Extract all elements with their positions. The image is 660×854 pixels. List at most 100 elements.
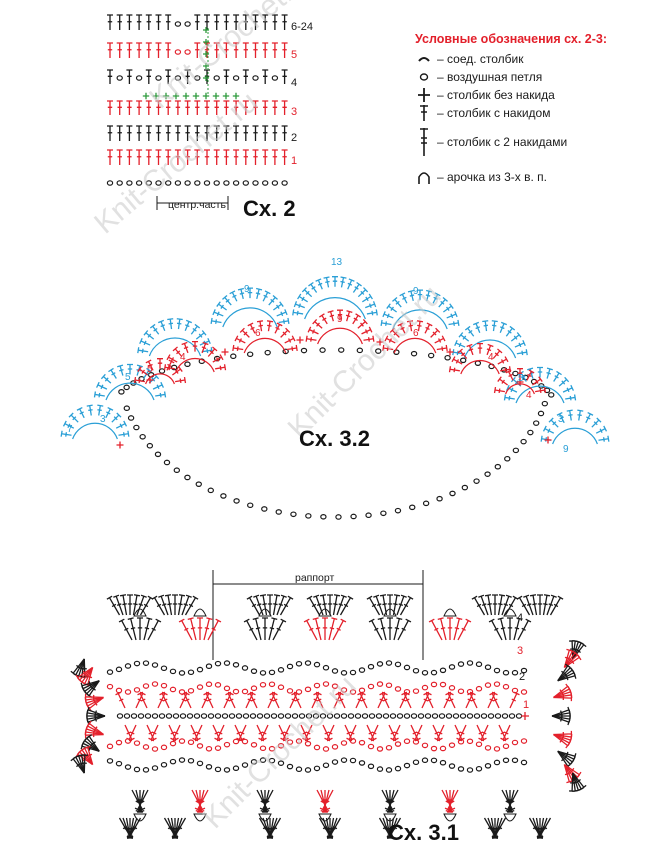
double-crochet-stitch	[223, 149, 230, 165]
double-crochet-stitch	[149, 323, 160, 335]
double-crochet-stitch	[271, 149, 278, 165]
double-crochet-stitch	[363, 335, 375, 342]
double-crochet-stitch	[143, 617, 153, 641]
chain-stitch	[187, 687, 195, 694]
double-crochet-stitch	[225, 691, 236, 709]
double-crochet-stitch	[126, 100, 133, 115]
double-crochet-stitch	[492, 594, 498, 615]
double-crochet-stitch	[553, 695, 573, 702]
chain-stitch	[417, 713, 425, 719]
chain-stitch	[389, 713, 397, 719]
double-crochet-stitch	[471, 595, 486, 616]
chain-stitch	[154, 451, 162, 458]
double-crochet-stitch	[107, 14, 113, 30]
chain-stitch	[123, 384, 130, 391]
double-crochet-stitch	[242, 42, 249, 58]
double-crochet-stitch	[526, 369, 535, 381]
double-crochet-stitch	[269, 691, 280, 709]
chain-stitch	[424, 713, 432, 719]
double-crochet-stitch	[493, 386, 505, 394]
double-crochet-stitch	[499, 321, 508, 334]
chain-stitch	[304, 740, 312, 747]
chain-stitch	[235, 713, 243, 719]
watermark-text: Knit-Crochet.ru	[88, 85, 264, 240]
double-crochet-stitch	[165, 100, 172, 115]
chain-stitch	[179, 713, 187, 719]
chain-stitch	[340, 687, 348, 693]
chain-stitch	[493, 667, 501, 674]
single-crochet-stitch	[212, 92, 220, 100]
double-crochet-stitch	[399, 292, 408, 304]
chain-stitch	[515, 713, 523, 719]
schema-2-title: Сх. 2	[243, 196, 296, 221]
double-crochet-stitch	[281, 100, 288, 115]
double-crochet-stitch	[222, 294, 232, 306]
double-crochet-stitch	[246, 595, 261, 616]
double-crochet-stitch	[118, 618, 133, 641]
double-crochet-stitch	[387, 817, 402, 838]
chain-stitch	[403, 664, 411, 671]
double-crochet-stitch	[255, 287, 263, 300]
double-crochet-stitch	[155, 149, 162, 165]
chain-arch	[243, 337, 287, 354]
chain-stitch	[494, 463, 502, 470]
chain-stitch	[135, 75, 143, 81]
chain-stitch	[139, 433, 146, 440]
double-crochet-stitch	[132, 594, 141, 616]
double-crochet-stitch	[434, 724, 445, 742]
chain-stitch	[322, 681, 330, 687]
double-crochet-stitch	[145, 69, 152, 84]
double-crochet-stitch	[306, 595, 321, 616]
chain-stitch	[228, 713, 236, 719]
double-crochet-stitch	[272, 618, 287, 641]
chain-stitch	[160, 744, 168, 751]
chain-stitch	[193, 713, 201, 719]
chain-stitch	[335, 514, 342, 520]
double-crochet-stitch	[134, 789, 149, 812]
chain-stitch	[249, 713, 257, 719]
double-crochet-stitch	[86, 404, 93, 416]
double-crochet-stitch	[136, 125, 143, 141]
chain-stitch	[262, 180, 269, 186]
schema-3-1-chart	[70, 570, 587, 839]
chain-stitch	[277, 742, 285, 749]
chain-stitch	[170, 364, 178, 371]
double-crochet-stitch	[262, 42, 269, 58]
double-crochet-stitch	[517, 368, 523, 379]
double-crochet-stitch	[136, 594, 147, 616]
chain-stitch	[340, 740, 348, 746]
double-crochet-stitch	[585, 411, 594, 424]
double-crochet-stitch	[214, 724, 225, 742]
double-crochet-stitch	[281, 149, 288, 165]
double-crochet-stitch	[127, 617, 137, 641]
chain-stitch	[333, 713, 341, 719]
chain-stitch	[123, 405, 131, 412]
double-crochet-stitch	[382, 311, 394, 319]
double-crochet-stitch	[322, 617, 328, 640]
double-crochet-stitch	[262, 125, 269, 141]
chain-stitch	[403, 738, 411, 745]
s32-num-5b: 5	[125, 372, 131, 383]
chain-stitch	[250, 741, 258, 748]
double-crochet-stitch	[281, 69, 288, 84]
double-crochet-stitch	[386, 303, 398, 313]
double-crochet-stitch	[472, 321, 481, 334]
chain-stitch	[493, 681, 501, 687]
chain-stitch	[484, 762, 492, 769]
picot	[193, 813, 207, 822]
chain-stitch	[263, 713, 271, 719]
chain-stitch	[365, 512, 372, 519]
double-crochet-stitch	[500, 724, 511, 742]
double-crochet-stitch	[115, 420, 128, 429]
chain-stitch	[250, 668, 258, 674]
s31-row-3: 3	[517, 645, 524, 657]
chain-stitch	[223, 685, 231, 692]
double-crochet-stitch	[323, 276, 330, 288]
double-crochet-stitch	[126, 42, 133, 58]
chain-stitch	[313, 682, 321, 689]
chain-stitch	[410, 350, 418, 357]
double-crochet-stitch	[446, 311, 458, 319]
double-crochet-stitch	[362, 293, 373, 303]
chain-stitch	[232, 738, 240, 745]
s32-num-4b: 4	[488, 352, 494, 363]
